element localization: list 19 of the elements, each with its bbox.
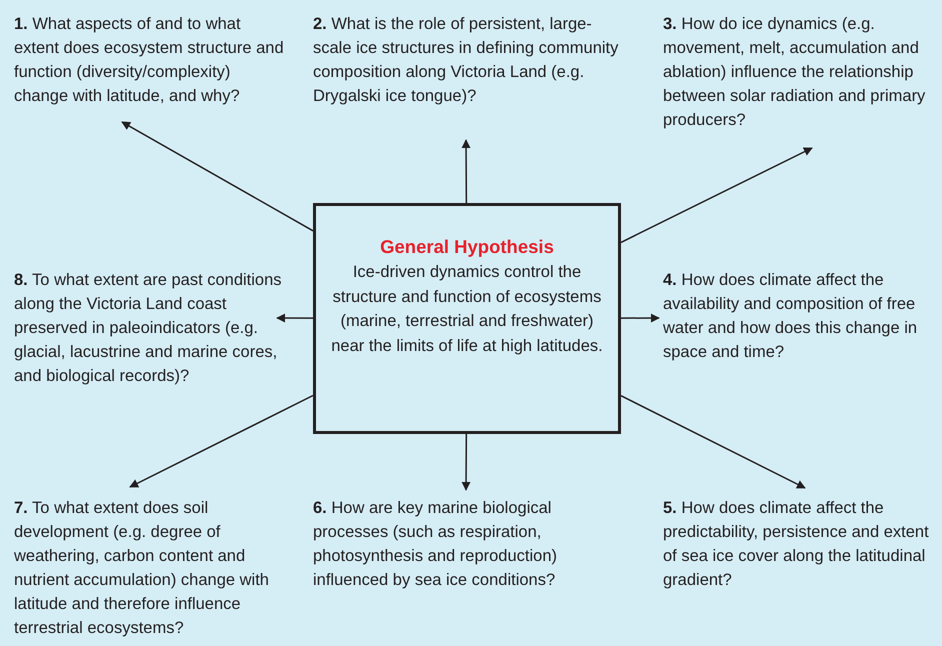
arrow — [620, 147, 813, 244]
question-text: 8. To what extent are past conditions along the Victoria Land coast preserved in paleoindicators (e.g. glacial, lacustrine and marine cores, and biological records)? — [14, 268, 282, 388]
question-text: 4. How does climate affect the availability and composition of free water and how does this change in space and time? — [663, 268, 935, 364]
question-text: 7. To what extent does soil development (e.g. degree of weathering, carbon content and nutrient accumulation) change with latitude and therefore influence terrestrial ecosystems? — [14, 496, 299, 640]
question-text: 3. How do ice dynamics (e.g. movement, melt, accumulation and ablation) influence the relationship between solar radiation and primary producers? — [663, 12, 935, 132]
arrow — [129, 394, 314, 488]
hypothesis-box — [313, 203, 621, 434]
arrow — [121, 121, 314, 232]
question-text: 6. How are key marine biological processes (such as respiration, photosynthesis and reproduction) influenced by sea ice conditions? — [313, 496, 605, 592]
arrow — [620, 395, 806, 489]
question-text: 2. What is the role of persistent, large-scale ice structures in defining community composition along Victoria Land (e.g. Drygalski ice tongue)? — [313, 12, 628, 108]
question-text: 5. How does climate affect the predictability, persistence and extent of sea ice cover along the latitudinal gradient? — [663, 496, 935, 592]
arrow — [621, 314, 660, 323]
question-text: 1. What aspects of and to what extent does ecosystem structure and function (diversity/complexity) change with latitude, and why? — [14, 12, 286, 108]
arrow — [462, 434, 471, 491]
box-heading: General Hypothesis — [379, 235, 555, 259]
hypothesis-text: Ice-driven dynamics control the structure and function of ecosystems (marine, terrestrial and freshwater) near the limits of life at high latitudes. — [330, 262, 604, 356]
arrow — [276, 314, 313, 323]
arrow — [462, 139, 471, 203]
